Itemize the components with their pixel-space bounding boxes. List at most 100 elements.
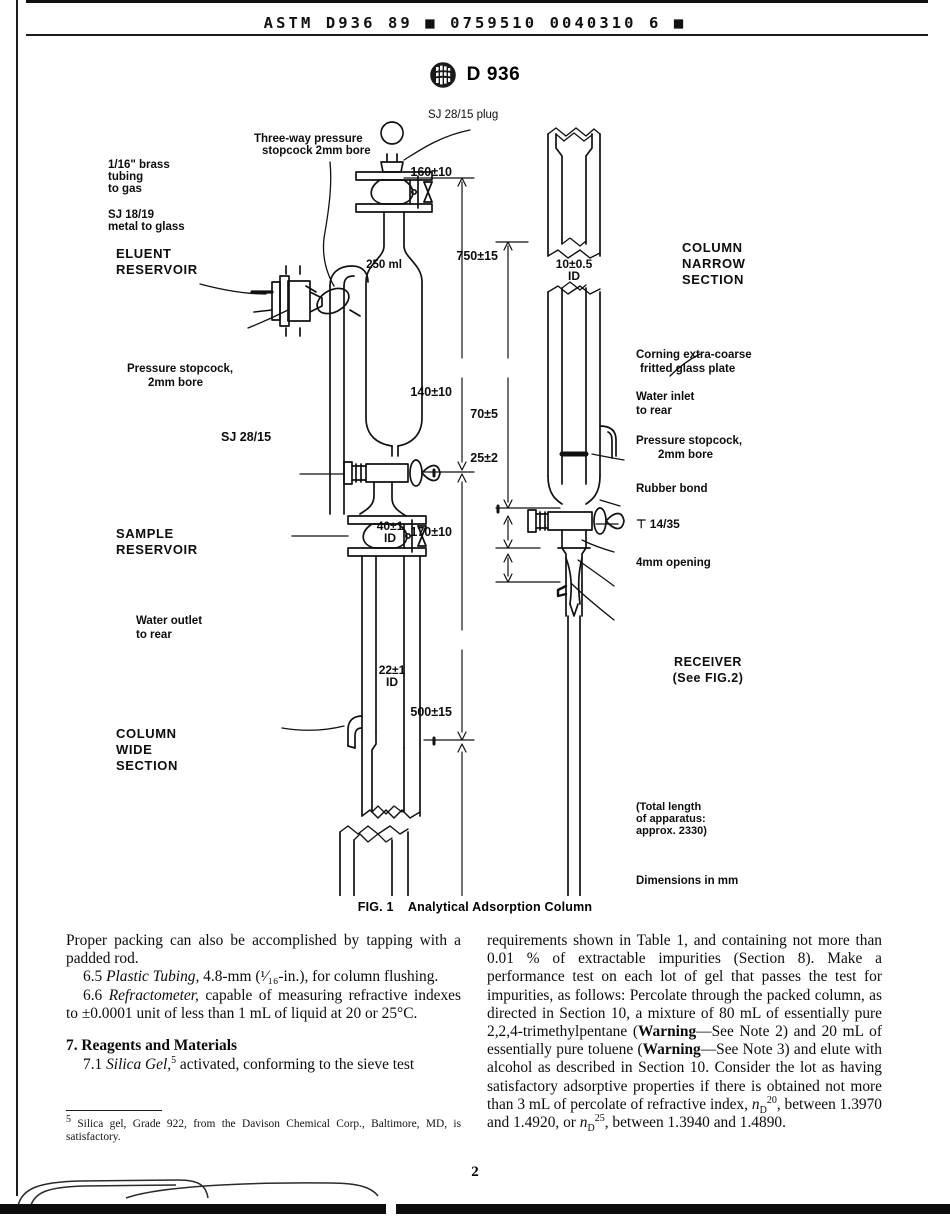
warning-label-2: Warning [642,1041,701,1059]
dimension-160: 160±10 [410,165,452,179]
right-text-part3: —See Note 3) and elute with alcohol as d… [487,1041,882,1113]
dimension-140: 140±10 [410,385,452,399]
label-4mm-opening: 4mm opening [636,557,711,569]
standard-title-row: D 936 [0,62,950,88]
label-volume-250ml: 250 ml [366,259,402,271]
label-brass-tubing-line1: 1/16" brass [108,159,170,171]
dimension-70: 70±5 [470,407,498,421]
refractive-index-symbol-25: n [579,1114,588,1132]
label-id-22-unit: ID [386,675,398,689]
footnote-reference-5: 5 [171,1055,177,1067]
label-sj-plug: SJ 28/15 plug [428,109,498,121]
page-bottom-edge-artifact [0,1204,950,1214]
body-column-right: requirements shown in Table 1, and conta… [487,932,882,1135]
right-text-part4: , between 1.3970 and 1.4920, or [487,1095,882,1132]
label-total-length-line1: (Total length [636,801,701,813]
page-top-edge-artifact [26,0,928,3]
label-column-narrow-line1: COLUMN [682,240,743,255]
label-column-wide-line1: COLUMN [116,726,177,741]
figure-caption-number: FIG. 1 [357,900,394,914]
label-brass-tubing-line3: to gas [108,183,142,195]
refractive-index-symbol-20: n [751,1095,760,1113]
label-eluent-reservoir-line2: RESERVOIR [116,262,198,277]
paragraph-6-5: 6.5 Plastic Tubing, 4.8-mm (¹⁄₁₆-in.), f… [66,968,461,986]
label-water-inlet-line1: Water inlet [636,391,695,403]
page-bottom-edge-gap [386,1204,396,1214]
clause-term-refractometer: Refractometer, [108,986,199,1004]
clause-number-6-6: 6.6 [83,986,103,1004]
barcode-header-text: ASTM D936 89 ■ 0759510 0040310 6 ■ [263,14,687,32]
label-units-note: Dimensions in mm [636,875,738,887]
label-column-narrow-line3: SECTION [682,272,744,287]
label-total-length-line3: approx. 2330) [636,825,707,837]
dimension-500: 500±15 [410,705,452,719]
header-rule [26,34,928,36]
dimension-170: 170±10 [410,525,452,539]
label-three-way-stopcock-line2: stopcock 2mm bore [262,145,371,157]
label-three-way-stopcock-line1: Three-way pressure [254,133,363,145]
label-pressure-stopcock-left-line2: 2mm bore [148,377,203,389]
figure-analytical-adsorption-column: SJ 28/15 plug Three-way pressure stopcoc… [0,96,950,896]
label-sj-28-15: SJ 28/15 [221,430,271,444]
paragraph-7-1: 7.1 Silica Gel,5 activated, conforming t… [66,1056,461,1074]
clause-number-7-1: 7.1 [83,1056,103,1074]
label-sample-reservoir-line1: SAMPLE [116,526,174,541]
page-number: 2 [471,1164,479,1180]
figure-caption: FIG. 1 Analytical Adsorption Column [0,900,950,914]
clause-text-6-6: capable of measuring refractive indexes … [66,986,461,1022]
body-column-left: Proper packing can also be accomplished … [66,932,461,1074]
dimension-750: 750±15 [456,249,498,263]
label-column-narrow-line2: NARROW [682,256,746,271]
label-eluent-reservoir-line1: ELUENT [116,246,172,261]
label-sample-reservoir-line2: RESERVOIR [116,542,198,557]
label-receiver-line1: RECEIVER [674,655,742,669]
paragraph-performance-test: requirements shown in Table 1, and conta… [487,932,882,1135]
refractive-index-superscript-20: 20 [766,1094,777,1106]
label-id-10-unit: ID [568,269,580,283]
label-fritted-plate-line2: fritted glass plate [640,363,735,375]
footnote-separator-rule [66,1110,162,1111]
refractive-index-subscript-20: D [759,1104,767,1116]
label-total-length-line2: of apparatus: [636,813,706,825]
figure-caption-title: Analytical Adsorption Column [407,900,593,914]
footnote-text: Silica gel, Grade 922, from the Davison … [66,1118,461,1144]
right-text-part5: , between 1.3940 and 1.4890. [604,1114,786,1132]
clause-text-6-5: 4.8-mm (¹⁄₁₆-in.), for column flushing. [199,968,439,986]
label-receiver-line2: (See FIG.2) [673,671,744,685]
refractive-index-superscript-25: 25 [594,1112,605,1124]
label-id-40-unit: ID [384,531,396,545]
label-fritted-plate-line1: Corning extra-coarse [636,349,752,361]
label-rubber-bond: Rubber bond [636,483,708,495]
clause-text-7-1: activated, conforming to the sieve test [176,1056,415,1074]
label-water-inlet-line2: to rear [636,405,672,417]
label-sj-metal-glass-line2: metal to glass [108,221,185,233]
label-column-wide-line2: WIDE [116,742,152,757]
label-id-10: 10±0.5 [556,257,593,271]
label-water-outlet-line2: to rear [136,629,172,641]
footnote-5: 5 Silica gel, Grade 922, from the Daviso… [66,1115,461,1145]
label-taper-14-35: ⊤ 14/35 [636,517,680,531]
standard-designation: D 936 [466,64,521,85]
label-brass-tubing-line2: tubing [108,171,143,183]
label-id-40: 40±1 [377,519,404,533]
clause-number-6-5: 6.5 [83,968,103,986]
paragraph-6-6: 6.6 Refractometer, capable of measuring … [66,987,461,1023]
astm-logo-icon [429,62,456,88]
dimension-25: 25±2 [470,451,498,465]
page-left-edge-artifact [16,0,18,1196]
label-pressure-stopcock-right-line1: Pressure stopcock, [636,435,742,447]
label-pressure-stopcock-right-line2: 2mm bore [658,449,713,461]
right-text-part2: —See Note 2) and 20 mL of essentially pu… [487,1023,882,1059]
section-heading-7: 7. Reagents and Materials [66,1037,237,1055]
warning-label-1: Warning [638,1023,697,1041]
refractive-index-subscript-25: D [587,1123,595,1135]
clause-term-silica-gel: Silica Gel, [106,1056,172,1074]
label-sj-metal-glass-line1: SJ 18/19 [108,209,154,221]
clause-term-plastic-tubing: Plastic Tubing, [106,968,200,986]
right-text-part1: requirements shown in Table 1, and conta… [487,932,882,1041]
label-id-22: 22±1 [379,663,406,677]
label-water-outlet-line1: Water outlet [136,615,202,627]
page-curl-artifact [17,1179,379,1209]
label-column-wide-line3: SECTION [116,758,178,773]
